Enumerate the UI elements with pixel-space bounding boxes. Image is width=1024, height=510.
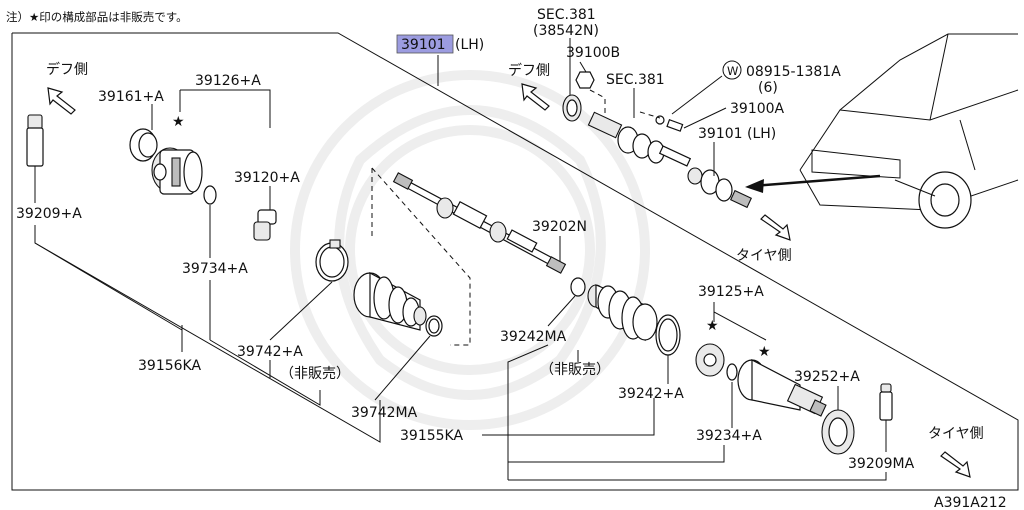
label-sec381-top[interactable]: SEC.381 — [537, 7, 596, 23]
cap-39161a-icon — [129, 128, 158, 162]
title-part-suffix: (LH) — [455, 37, 484, 53]
label-bolt-number[interactable]: 08915-1381A — [746, 64, 841, 80]
clamp-39242a-icon — [655, 314, 681, 356]
note-text: 注）★印の構成部品は非販売です。 — [6, 10, 188, 24]
tire-side-arrow-right-icon — [760, 214, 791, 241]
pointer-arrow-icon — [745, 174, 881, 193]
car-illustration-icon — [799, 33, 1019, 229]
background-watermark — [290, 70, 650, 430]
diff-side-label-left: デフ側 — [46, 61, 88, 78]
ring-39252a-icon — [821, 409, 855, 455]
spring-39120a-icon — [253, 209, 277, 241]
star-marker-3: ★ — [758, 344, 771, 360]
label-sec381-top-sub: (38542N) — [533, 23, 599, 39]
ring-39734a-icon — [203, 185, 217, 205]
star-marker-1: ★ — [172, 114, 185, 130]
housing-39126a-icon — [151, 147, 203, 195]
bolt-icon — [655, 115, 684, 132]
rod-39209a-icon — [26, 114, 44, 172]
label-39742ma[interactable]: 39742MA — [351, 405, 418, 421]
label-39155ka[interactable]: 39155KA — [400, 428, 463, 444]
label-39100b[interactable]: 39100B — [566, 45, 620, 61]
outer-joint-assembly-icon — [587, 111, 753, 209]
label-39101-lh[interactable]: 39101 (LH) — [698, 126, 776, 142]
label-39126a[interactable]: 39126+A — [195, 73, 261, 89]
label-39734a[interactable]: 39734+A — [182, 261, 248, 277]
nut-39100b-icon — [575, 71, 595, 89]
label-39125a[interactable]: 39125+A — [698, 284, 764, 300]
joint-39125a-icon — [695, 343, 738, 381]
label-bolt-qty: (6) — [758, 80, 778, 96]
not-for-sale-label-2: （非販売） — [540, 362, 610, 378]
title-part-highlight[interactable] — [396, 34, 454, 54]
washer-w-symbol-icon: W — [722, 60, 742, 80]
star-marker-2: ★ — [706, 318, 719, 334]
label-39242ma[interactable]: 39242MA — [500, 329, 567, 345]
label-39161a[interactable]: 39161+A — [98, 89, 164, 105]
diagram-frame — [11, 32, 1019, 491]
label-39209ma[interactable]: 39209MA — [848, 456, 915, 472]
not-for-sale-label-1: （非販売） — [280, 366, 350, 382]
label-39252a[interactable]: 39252+A — [794, 369, 860, 385]
label-39156ka[interactable]: 39156KA — [138, 358, 201, 374]
tire-side-label-bottom: タイヤ側 — [928, 426, 984, 442]
tire-side-arrow-bottom-icon — [940, 451, 971, 478]
clamp-39742a-icon — [315, 239, 349, 282]
clamp-39242ma-icon — [570, 277, 586, 297]
label-39100a[interactable]: 39100A — [730, 101, 785, 117]
seal-icon — [562, 94, 582, 122]
label-sec381-mid[interactable]: SEC.381 — [606, 72, 665, 88]
clamp-39742ma-icon — [425, 315, 443, 337]
diff-side-arrow-left-icon — [47, 87, 76, 115]
tire-side-label-right: タイヤ側 — [736, 248, 792, 264]
label-39120a[interactable]: 39120+A — [234, 170, 300, 186]
label-39742a[interactable]: 39742+A — [237, 344, 303, 360]
label-39209a[interactable]: 39209+A — [16, 206, 82, 222]
diff-side-arrow-right-icon — [521, 83, 550, 111]
label-39242a[interactable]: 39242+A — [618, 386, 684, 402]
boot-inner-icon — [353, 271, 427, 331]
boot-outer-icon — [587, 284, 658, 342]
label-39234a[interactable]: 39234+A — [696, 428, 762, 444]
rod-39209ma-icon — [879, 383, 893, 421]
title-part-number[interactable]: 39101 — [401, 37, 446, 53]
figure-code: A391A212 — [934, 495, 1007, 510]
w-symbol-text: W — [727, 64, 738, 78]
diff-side-label-right: デフ側 — [508, 62, 550, 79]
label-39202n[interactable]: 39202N — [532, 219, 587, 235]
outer-cv-housing-icon — [737, 359, 827, 417]
